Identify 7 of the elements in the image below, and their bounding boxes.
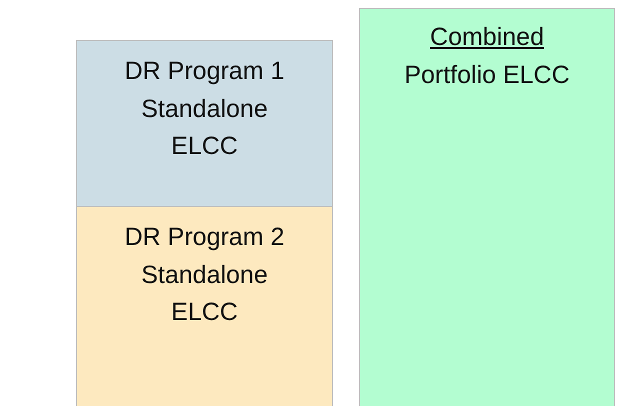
- combined-bar: [359, 8, 615, 406]
- bar-label: DR Program 1 Standalone ELCC: [124, 56, 286, 162]
- bar-label: Portfolio ELCC: [404, 60, 570, 90]
- bar-heading: Combined: [430, 22, 544, 53]
- stacked-bar-segment: [76, 206, 333, 406]
- stacked-bar-segment: [76, 40, 333, 207]
- bar-label: DR Program 2 Standalone ELCC: [124, 222, 286, 328]
